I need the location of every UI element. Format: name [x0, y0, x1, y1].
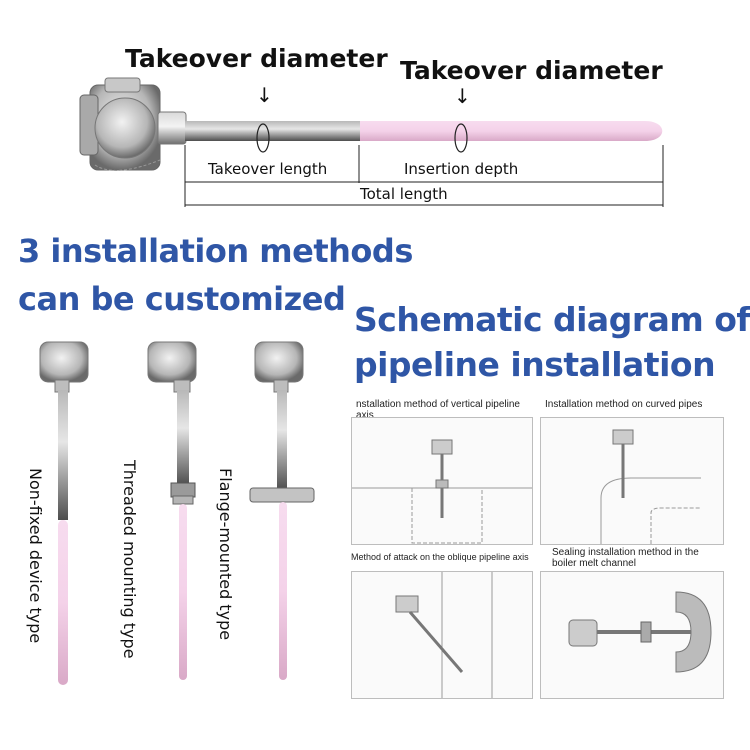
steel-tube	[185, 121, 360, 141]
junction-head	[79, 77, 187, 171]
dimension-lines	[184, 145, 664, 207]
ceramic-tube	[360, 121, 663, 141]
panel-caption-vertical: nstallation method of vertical pipeline …	[356, 399, 520, 421]
probe-diagram	[79, 77, 664, 207]
panel-caption-curved: Installation method on curved pipes	[545, 399, 703, 410]
type-label-non-fixed: Non-fixed device type	[26, 468, 45, 644]
non-fixed-probe	[39, 341, 89, 685]
diameter-ring-right	[454, 123, 468, 153]
total-length-label: Total length	[360, 185, 448, 203]
panel-caption-sealing-1: Sealing installation method in the	[552, 547, 699, 558]
panel-oblique-pipe	[351, 571, 533, 699]
schematic-title-line1: Schematic diagram of	[354, 300, 750, 339]
arrow-down-icon: ↓	[256, 83, 273, 107]
flange-probe	[249, 341, 315, 680]
panel-curved-pipe	[540, 417, 724, 545]
type-label-threaded: Threaded mounting type	[120, 460, 139, 659]
installation-types-illustration	[39, 341, 315, 685]
diameter-ring-left	[256, 123, 270, 153]
type-label-flange: Flange-mounted type	[216, 468, 235, 641]
takeover-diameter-callout-right: Takeover diameter	[400, 56, 663, 85]
installation-title-line1: 3 installation methods	[18, 232, 413, 270]
panel-caption-sealing-2: boiler melt channel	[552, 558, 636, 569]
threaded-probe	[147, 341, 197, 680]
takeover-length-label: Takeover length	[208, 160, 328, 178]
panel-vertical-pipe	[351, 417, 533, 545]
arrow-down-icon: ↓	[454, 84, 471, 108]
installation-title-line2: can be customized	[18, 280, 346, 318]
insertion-depth-label: Insertion depth	[404, 160, 519, 178]
takeover-diameter-callout-left: Takeover diameter	[125, 44, 388, 73]
schematic-title-line2: pipeline installation	[354, 345, 716, 384]
panel-caption-oblique: Method of attack on the oblique pipeline…	[351, 552, 529, 562]
panel-boiler-channel	[540, 571, 724, 699]
